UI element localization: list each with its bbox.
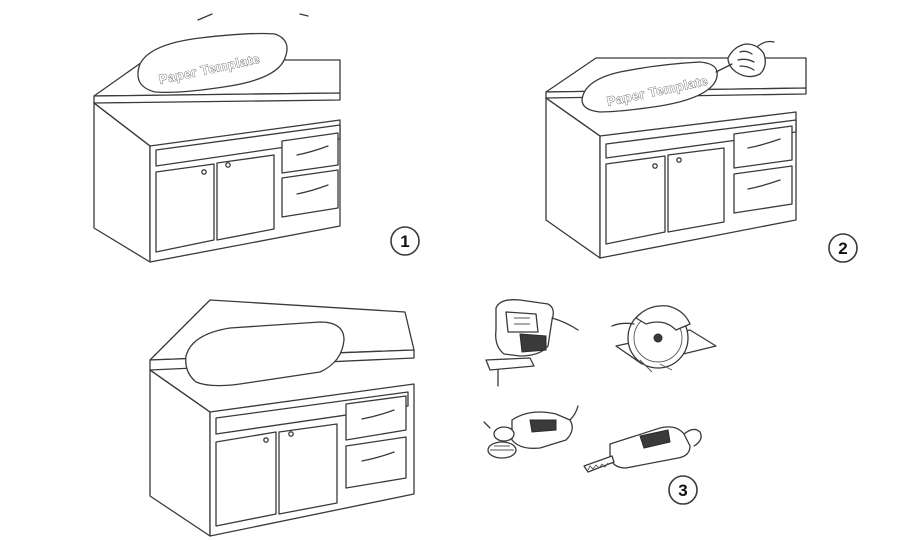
step-badge-2: 2: [828, 233, 858, 263]
cabinet-door-right: [278, 423, 338, 515]
door-knob: [263, 437, 269, 443]
cabinet-side: [149, 369, 211, 537]
step-badge-3: 3: [668, 475, 698, 505]
cabinet-door-left: [155, 163, 215, 253]
vanity-step-1: Paper Template: [93, 13, 341, 263]
door-knob: [676, 157, 682, 163]
drawer-handle: [747, 179, 781, 190]
edge-marks: [197, 13, 309, 21]
drawer-handle: [747, 138, 781, 149]
cabinet-door-right: [216, 154, 275, 241]
door-knob: [201, 169, 207, 175]
cabinet-side: [93, 102, 151, 263]
drawer-handle: [296, 184, 329, 195]
vanity-step-3: [149, 299, 415, 537]
step-badge-1: 1: [390, 226, 420, 256]
cabinet-door-right: [667, 147, 725, 233]
door-knob: [288, 431, 294, 437]
reciprocating-saw-icon: [583, 426, 702, 473]
countertop-edge: [93, 92, 341, 104]
top-rail: [605, 119, 797, 159]
cabinet-door-left: [215, 431, 277, 527]
cabinet-side: [545, 97, 601, 259]
drawer-upper: [733, 125, 793, 169]
drawer-handle: [361, 409, 395, 420]
drawer-handle: [296, 145, 329, 156]
door-knob: [652, 163, 658, 169]
angle-grinder-icon: [483, 405, 579, 459]
door-knob: [225, 162, 231, 168]
drawer-upper: [345, 395, 407, 441]
cabinet-door-left: [605, 155, 666, 245]
step-number: 1: [400, 232, 409, 251]
drawer-handle: [361, 451, 395, 462]
hand-pencil-icon: [715, 40, 775, 78]
drawer-lower: [733, 165, 793, 214]
sink-cutout: [185, 321, 345, 387]
circular-saw-icon: [611, 305, 717, 373]
top-rail: [155, 124, 341, 167]
step-number: 2: [838, 239, 847, 258]
drawer-lower: [345, 436, 407, 489]
drawer-lower: [281, 169, 339, 218]
paper-template: Paper Template: [137, 32, 288, 94]
drawer-upper: [281, 132, 339, 174]
step-number: 3: [678, 481, 687, 500]
vanity-step-2: Paper Template: [545, 40, 807, 259]
jigsaw-icon: [485, 299, 579, 387]
